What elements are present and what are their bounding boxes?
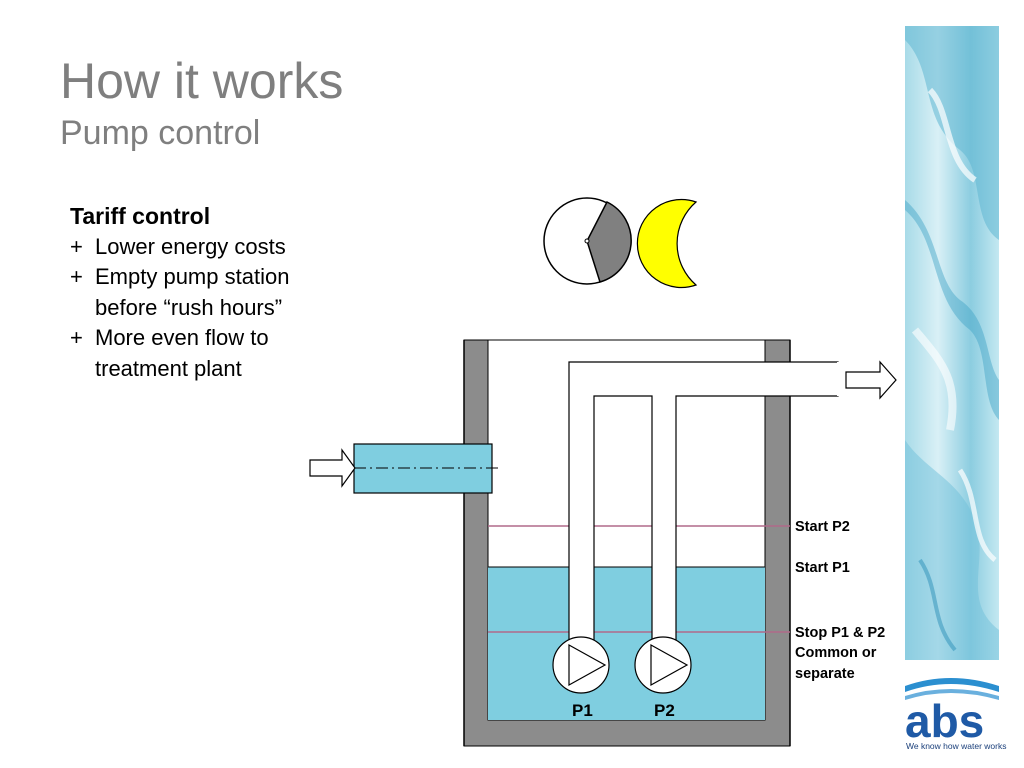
bullet-list: Tariff control + Lower energy costs + Em… <box>70 201 289 384</box>
label-stop: Common or <box>795 645 877 661</box>
slide-title: How it works <box>60 53 344 109</box>
bullet-marker: + <box>70 264 83 289</box>
label-start-p2: Start P2 <box>795 519 850 535</box>
inlet-pipe <box>353 443 500 494</box>
tank <box>463 339 791 747</box>
inlet-arrow-icon <box>309 448 356 488</box>
outlet-arrow-icon <box>845 360 897 400</box>
slide-subtitle: Pump control <box>60 114 261 152</box>
bullet-marker: + <box>70 233 83 259</box>
logo-brand: abs <box>905 695 984 747</box>
pump-label-p1: P1 <box>572 701 593 720</box>
logo-tagline: We know how water works <box>906 741 1006 751</box>
bullet-marker: + <box>70 325 83 350</box>
water-level <box>488 567 765 720</box>
moon-icon <box>636 198 698 289</box>
label-stop: Stop P1 & P2 <box>795 625 885 641</box>
bullet-heading: Tariff control <box>70 203 211 229</box>
clock-icon <box>543 197 632 285</box>
bullet-text: Lower energy costs <box>95 233 286 259</box>
bullet-item: + Lower energy costs <box>70 232 289 263</box>
pump-label-p2: P2 <box>654 701 675 720</box>
pump-icon <box>552 636 610 694</box>
pump-icon <box>634 636 692 694</box>
label-start-p1: Start P1 <box>795 560 850 576</box>
water-texture-strip <box>905 26 999 660</box>
label-stop: separate <box>795 666 855 682</box>
abs-logo: abs We know how water works <box>905 678 1006 751</box>
